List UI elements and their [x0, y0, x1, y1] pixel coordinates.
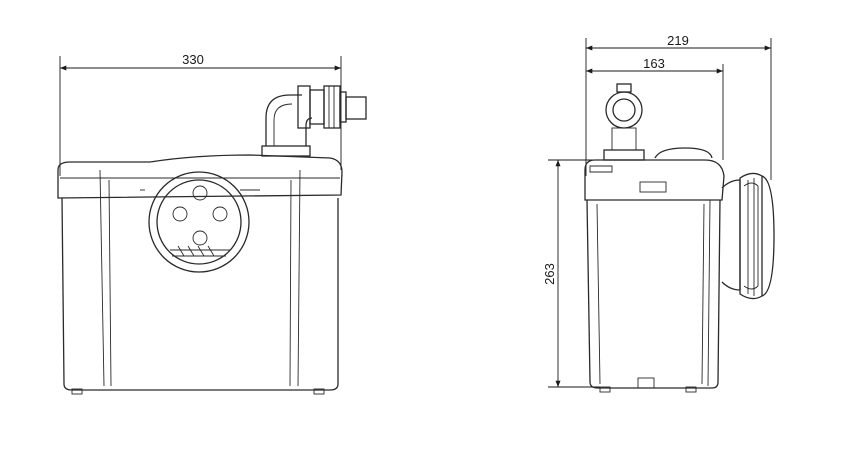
- depth-inner-dimension: 163: [586, 56, 724, 160]
- pump-body-side: [584, 147, 725, 393]
- inlet-port-front: [148, 171, 250, 273]
- depth-label: 219: [667, 33, 689, 48]
- front-view: 330: [57, 52, 367, 395]
- outlet-ring-side: [603, 83, 645, 161]
- side-view: 219 163 263: [542, 33, 775, 393]
- outlet-elbow-front: [261, 85, 367, 157]
- pump-body-front: [57, 154, 343, 395]
- height-label: 263: [542, 263, 557, 285]
- width-dimension: 330: [59, 52, 342, 176]
- depth-inner-label: 163: [643, 56, 665, 71]
- depth-dimension: 219: [585, 33, 772, 180]
- width-label: 330: [182, 52, 204, 67]
- inlet-bellows-side: [721, 172, 775, 300]
